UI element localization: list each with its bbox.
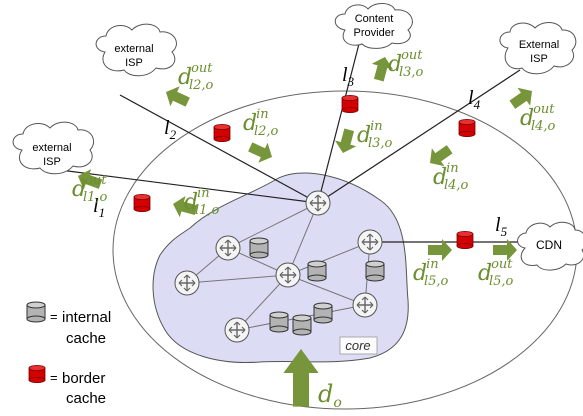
link-label-l5: l5 <box>495 214 508 239</box>
cloud-content-provider-line2: Provider <box>354 27 395 39</box>
cloud-content-provider: Content Provider <box>334 3 413 49</box>
router-icon <box>357 229 383 255</box>
border-cache-icon <box>458 119 476 138</box>
cloud-isp3-line1: External <box>519 39 559 51</box>
legend-internal-line1: internal <box>62 309 111 326</box>
link-label-l1: l1 <box>93 195 105 220</box>
link-label-l4: l4 <box>468 87 481 112</box>
border-cache-icon <box>133 193 151 213</box>
internal-cache-icon <box>249 237 269 259</box>
core-label: core <box>345 338 370 353</box>
cloud-isp2: external ISP <box>95 23 177 77</box>
border-cache-icon <box>213 124 231 143</box>
legend: = internal cache = border cache <box>26 301 111 407</box>
cloud-content-provider-line1: Content <box>355 13 394 25</box>
flow-label-demand: do <box>318 380 342 411</box>
legend-internal-sep: = <box>50 309 58 324</box>
core-label-box: core <box>339 336 378 355</box>
cloud-isp1-line1: external <box>32 142 71 154</box>
router-icon <box>275 262 301 288</box>
link-label-l3: l3 <box>342 64 355 89</box>
cloud-isp2-line2: ISP <box>125 57 143 69</box>
legend-border-line2: cache <box>66 390 106 407</box>
legend-border-sep: = <box>50 370 58 385</box>
cloud-cdn-label: CDN <box>536 238 562 252</box>
legend-border-line1: border <box>62 370 105 387</box>
cloud-isp1-line2: ISP <box>43 156 61 168</box>
cloud-isp3-line2: ISP <box>530 53 548 65</box>
legend-internal-cache-icon <box>26 301 46 323</box>
border-cache-icon <box>456 230 474 250</box>
link-label-l2: l2 <box>164 117 177 142</box>
flow-arrow-l2-in <box>245 136 277 167</box>
cloud-isp3: External ISP <box>499 22 577 75</box>
border-cache-icon <box>341 95 359 113</box>
internal-cache-icon <box>269 311 289 333</box>
router-icon <box>305 190 331 216</box>
router-icon <box>174 270 200 296</box>
internal-cache-icon <box>292 314 312 336</box>
cloud-isp2-line1: external <box>114 43 153 55</box>
router-icon <box>215 235 241 261</box>
cloud-isp1: external ISP <box>12 121 94 175</box>
border-links <box>59 39 535 243</box>
router-icon <box>352 292 378 318</box>
cloud-cdn: CDN <box>517 221 583 271</box>
internal-cache-icon <box>307 260 327 282</box>
router-icon <box>224 317 250 343</box>
legend-border-cache-icon <box>28 364 46 384</box>
legend-internal-line2: cache <box>66 330 106 347</box>
internal-cache-icon <box>313 302 333 324</box>
internal-cache-icon <box>365 260 385 282</box>
